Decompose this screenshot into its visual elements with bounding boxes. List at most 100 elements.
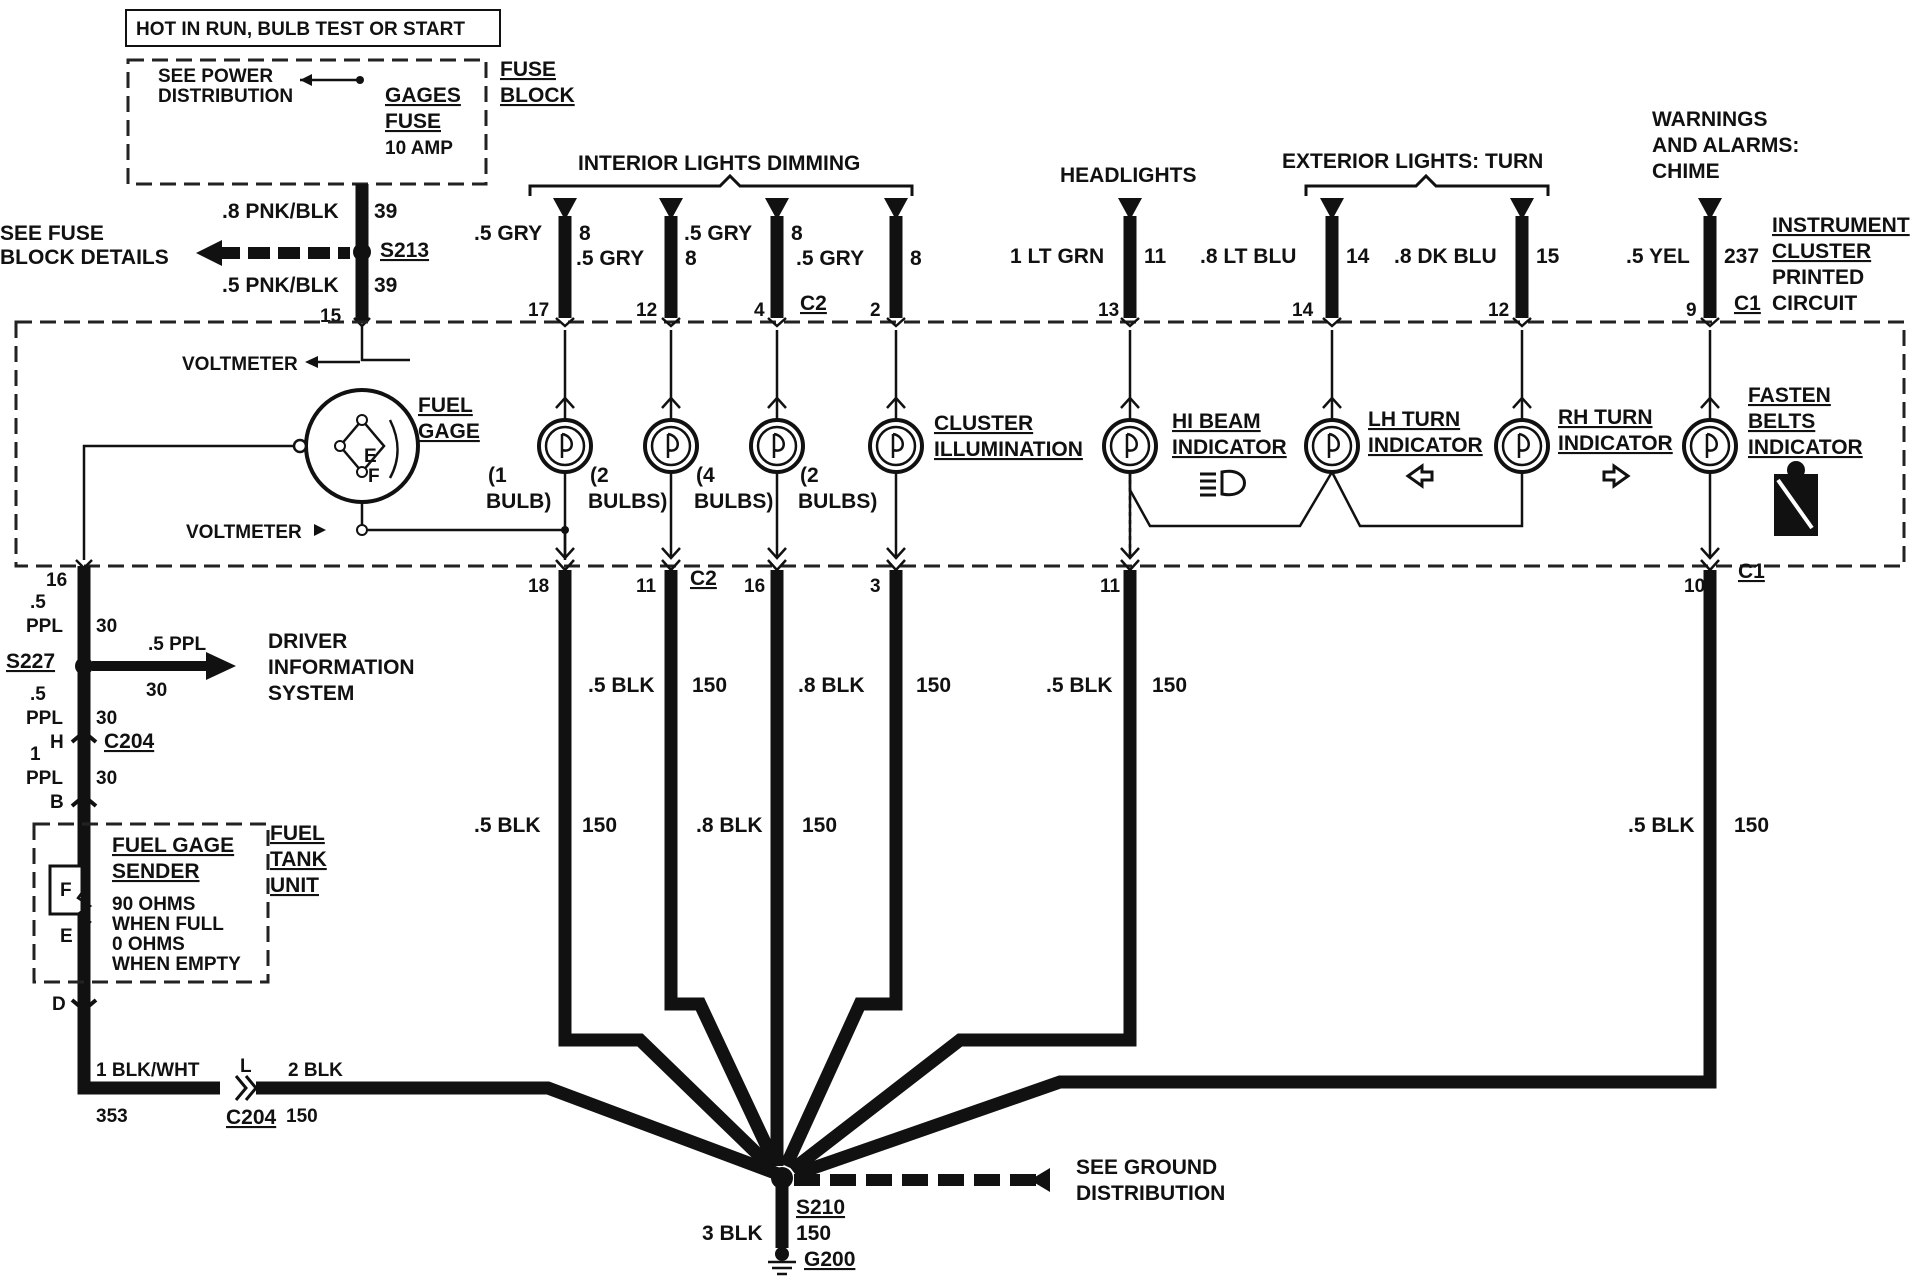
warn-line3: CHIME [1652,160,1720,183]
wire-bot-5-pin: 11 [1100,576,1121,597]
c204-bottom-label: C204 [226,1106,277,1129]
cluster-line2: CLUSTER [1772,240,1871,263]
w5-color: PPL [26,768,63,789]
bulb-count-3a: (4 [696,464,715,487]
wire-top-1-arrowhead [553,198,577,220]
w1-num: 39 [374,200,397,223]
bulb-dimming-1 [537,418,593,474]
bulb-count-4b: BULBS) [798,490,877,513]
wire-bot-upper-label-3: .5 BLK [1046,674,1113,697]
wire-bot-upper-label-1: .5 BLK [588,674,655,697]
wire-top-2-num: 8 [685,247,697,270]
wire-top-7-num: 15 [1536,245,1560,268]
warn-line1: WARNINGS [1652,108,1768,131]
s210-num: 150 [796,1222,831,1245]
dis-line1: DRIVER [268,630,347,653]
wire-bot-1 [558,570,777,1173]
wire-top-6-terminal [1322,317,1342,328]
turn-label: EXTERIOR LIGHTS: TURN [1282,150,1543,173]
illum-line2: ILLUMINATION [934,438,1083,461]
voltmeter-bottom: VOLTMETER [186,522,302,543]
sender-f: F [60,880,72,901]
see-power-line1: SEE POWER [158,66,273,87]
fuse-name-line2: FUSE [385,110,441,133]
fuse-block-box [126,58,488,186]
pin-b: B [50,792,64,813]
wire-bot-upper-num-3: 150 [1152,674,1187,697]
cluster-line1: INSTRUMENT [1772,214,1910,237]
dimming-label: INTERIOR LIGHTS DIMMING [578,152,860,175]
wire-top-2-label: .5 GRY [576,247,644,270]
fuse-name-line1: GAGES [385,84,461,107]
wire-top-3-arrowhead [765,198,789,220]
left-arrow-icon [1405,463,1434,489]
w4-color: PPL [26,708,63,729]
g200-label: G200 [804,1248,855,1271]
sender-spec3: 0 OHMS [112,934,185,955]
wire-top-7-arrowhead [1510,198,1534,220]
right-arrow-icon [1602,463,1631,489]
dis-gauge: .5 PPL [148,634,206,655]
c204-label: C204 [104,730,155,753]
wire-top-3-label: .5 GRY [684,222,752,245]
ground-symbol [768,1260,796,1276]
gw1-num: 353 [96,1106,128,1127]
fuel-gage-line2: GAGE [418,420,480,443]
w4-num: 30 [96,708,117,729]
fasten-line2: BELTS [1748,410,1815,433]
fuel-gauge-bridge [338,418,386,474]
fuel-gauge-needle [388,419,399,479]
pin-h: H [50,732,64,753]
rhturn-line1: RH TURN [1558,406,1653,429]
bulb-dimming-3 [749,418,805,474]
fasten-line1: FASTEN [1748,384,1831,407]
lhturn-line2: INDICATOR [1368,434,1483,457]
dis-line3: SYSTEM [268,682,354,705]
wire-bot-lower-label-2: .8 BLK [696,814,763,837]
rhturn-line2: INDICATOR [1558,432,1673,455]
w1-label: .8 PNK/BLK [222,200,339,223]
w3-gauge: .5 [30,592,46,613]
sender-rheostat [48,864,84,916]
see-fuse-arrowhead [196,240,222,266]
wire-bot-4-pin: 3 [870,576,881,597]
top-conn-c2: C2 [800,292,827,315]
wire-bot-upper-num-2: 150 [916,674,951,697]
wire-top-4-num: 8 [910,247,922,270]
sender-line1: FUEL GAGE [112,834,234,857]
wire-top-4-label: .5 GRY [796,247,864,270]
wire-bot-2 [664,570,782,1169]
wire-top-8-arrowhead [1698,198,1722,220]
wire-bot-6 [793,570,1717,1181]
hibeam-line1: HI BEAM [1172,410,1261,433]
cluster-line3: PRINTED [1772,266,1864,289]
bulb-count-3b: BULBS) [694,490,773,513]
voltmeter-top: VOLTMETER [182,354,298,375]
wire-top-6-arrowhead [1320,198,1344,220]
wire-bot-5 [788,570,1137,1176]
bulb-rh-turn [1494,418,1550,474]
fuse-block-line1: FUSE [500,58,556,81]
gw1-label: 1 BLK/WHT [96,1060,200,1081]
bottom-conn-c2: C2 [690,567,717,590]
hot-label: HOT IN RUN, BULB TEST OR START [136,19,465,40]
w5-num: 30 [96,768,117,789]
wire-bot-2-pin: 11 [636,576,657,597]
wire-top-4-terminal [886,317,906,328]
wire-top-8-num: 237 [1724,245,1759,268]
voltmeter-bottom-arrowhead [314,524,326,536]
ground-wire-label: 3 BLK [702,1222,763,1245]
top-conn-c1: C1 [1734,292,1761,315]
wire-bot-lower-num-3: 150 [1734,814,1769,837]
c204-b-terminal [70,793,98,808]
pin-d: D [52,994,66,1015]
w3-num: 30 [96,616,117,637]
fuel-gauge-sense-wire [82,444,300,560]
voltmeter-top-wire [360,326,410,362]
fuel-gauge-circle [304,388,420,504]
wire-top-3-terminal [767,317,787,328]
turn-bracket [1304,173,1550,196]
wire-top-8-terminal [1700,317,1720,328]
tank-line2: TANK [270,848,327,871]
dimming-bracket [528,173,914,196]
